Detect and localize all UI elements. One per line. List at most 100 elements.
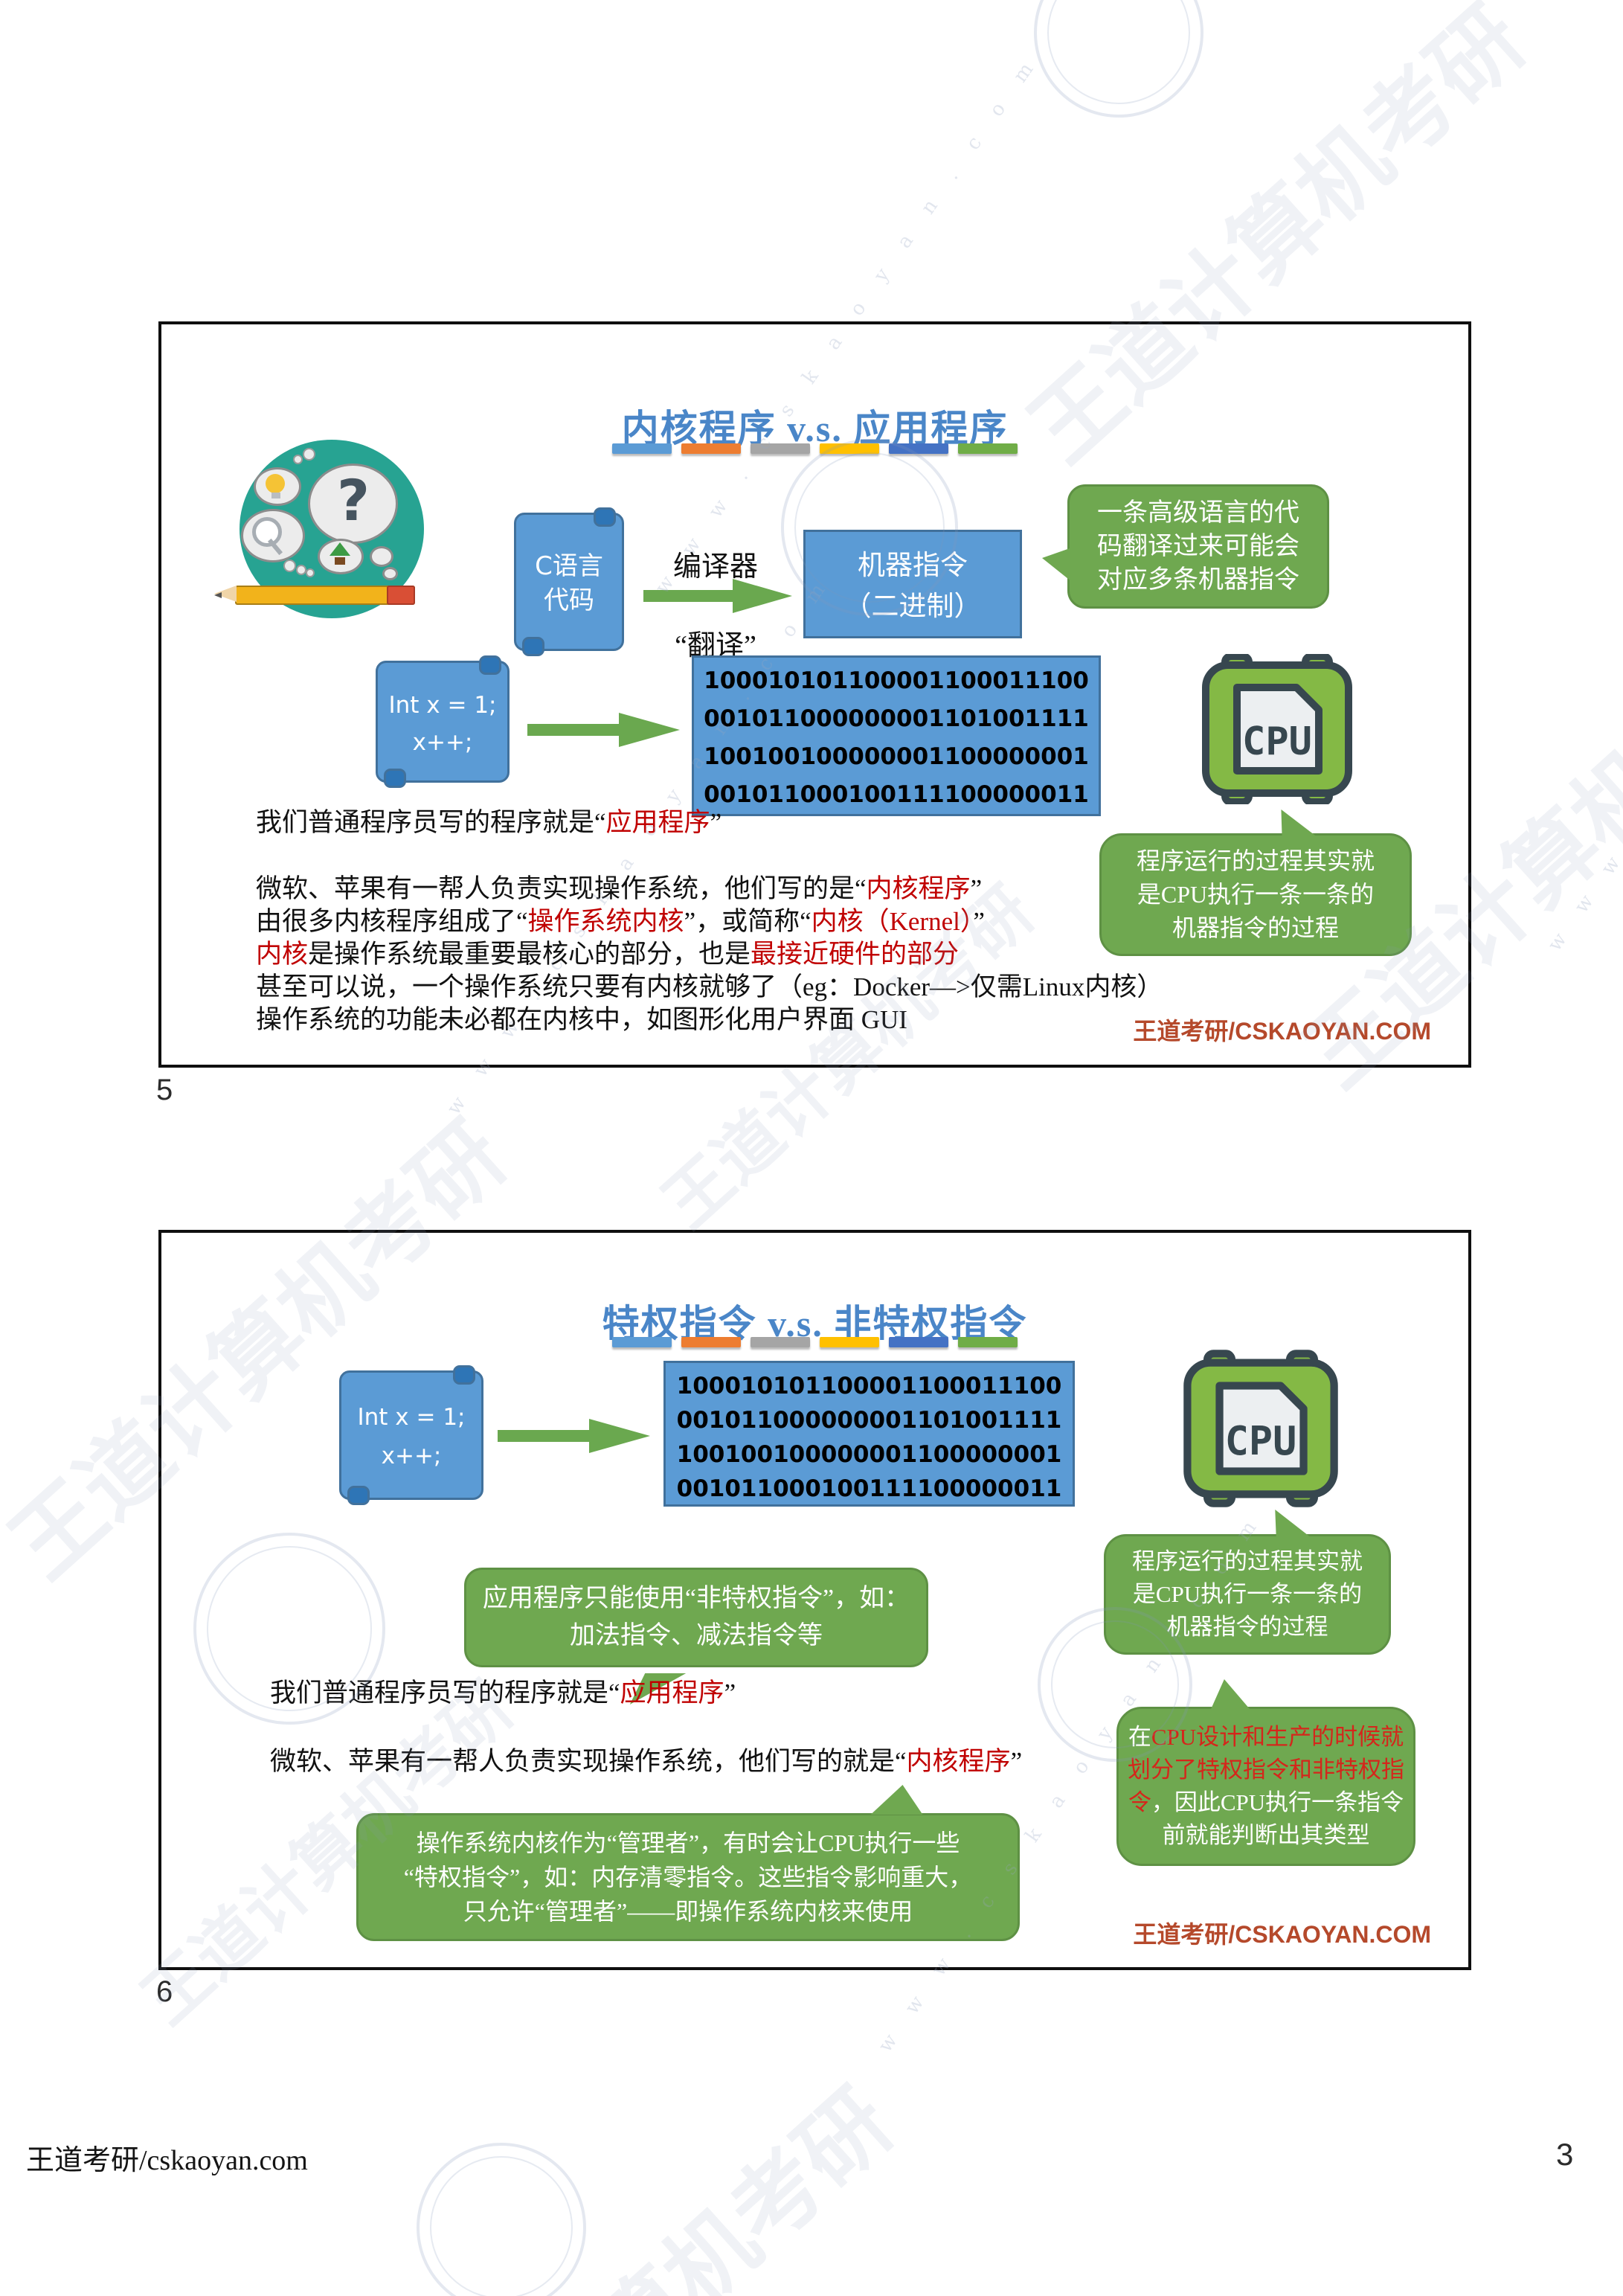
slide2-title: 特权指令 v.s. 非特权指令 xyxy=(602,1302,1028,1344)
note-line: 内核是操作系统最重要最核心的部分，也是最接近硬件的部分 xyxy=(256,938,1171,971)
text-run: 在 xyxy=(1128,1724,1151,1750)
small-cloud xyxy=(370,546,393,567)
accent-bar xyxy=(612,443,672,454)
text-run: CPU设计和生产的时候就划分了特权指令和非特权指令 xyxy=(1128,1724,1404,1815)
binary-line: 001011000000001101001111 xyxy=(676,1407,1062,1434)
note-line: 我们普通程序员写的程序就是“应用程序” xyxy=(256,807,1171,839)
text-run: 由很多内核程序组成了“ xyxy=(256,907,528,936)
note-line: 微软、苹果有一帮人负责实现操作系统，他们写的是“内核程序” xyxy=(256,873,1171,905)
int-code-line: Int x = 1; xyxy=(357,1404,466,1431)
text-run: ” xyxy=(724,1678,736,1707)
text-run: 内核程序 xyxy=(906,1747,1011,1776)
bubble-tail xyxy=(850,1785,923,1815)
brand-footer: 王道考研/CSKAOYAN.COM xyxy=(1133,1921,1431,1948)
c-code-scroll: C语言 代码 xyxy=(514,507,624,656)
accent-bar xyxy=(820,1337,879,1347)
text-run: ” xyxy=(970,874,983,903)
watermark-text: 王道计算机考研 xyxy=(364,2054,916,2296)
footer-site: 王道考研/cskaoyan.com xyxy=(26,2145,308,2176)
accent-bar xyxy=(889,1337,948,1347)
slide-2: 特权指令 v.s. 非特权指令 Int x = 1; x++; 10001010… xyxy=(158,1230,1471,1970)
note-line: 我们普通程序员写的程序就是“应用程序” xyxy=(270,1672,736,1710)
thinking-illustration-icon: ? xyxy=(214,436,429,618)
accent-bar xyxy=(681,1337,741,1347)
thought-dot xyxy=(293,455,303,464)
text-run: 我们普通程序员写的程序就是“ xyxy=(256,808,606,837)
thought-dot xyxy=(283,559,296,572)
int-code-scroll: Int x = 1; x++; xyxy=(339,1365,483,1505)
binary-line: 001011000100111100000011 xyxy=(704,781,1089,808)
question-cloud: ? xyxy=(308,464,398,544)
slide2-page-number: 6 xyxy=(156,1975,173,2008)
bulb-cloud xyxy=(254,467,301,506)
c-code-line: C语言 xyxy=(535,551,603,581)
compiler-label: 编译器 xyxy=(672,551,758,583)
bubble-tail xyxy=(1272,809,1317,836)
pencil-lead xyxy=(214,592,222,598)
accent-bar xyxy=(751,443,810,454)
accent-bar xyxy=(958,443,1018,454)
text-run: 甚至可以说，一个操作系统只要有内核就够了（eg：Docker—>仅需Linux内… xyxy=(256,972,1163,1001)
thought-dot xyxy=(303,448,315,461)
accent-bar xyxy=(612,1337,672,1347)
text-run: 是操作系统最重要最核心的部分，也是 xyxy=(308,940,751,969)
brand-footer: 王道考研/CSKAOYAN.COM xyxy=(1133,1018,1431,1045)
watermark-seal xyxy=(417,2143,586,2296)
c-code-line: 代码 xyxy=(544,586,594,615)
int-code-line: Int x = 1; xyxy=(388,692,497,719)
binary-line: 001011000100111100000011 xyxy=(676,1475,1062,1502)
cpu-run-bubble: 程序运行的过程其实就 是CPU执行一条一条的 机器指令的过程 xyxy=(1104,1534,1391,1655)
pencil-icon xyxy=(214,586,415,605)
nonpriv-bubble: 应用程序只能使用“非特权指令”，如： 加法指令、减法指令等 xyxy=(464,1568,928,1667)
text-run: 内核 xyxy=(256,940,309,969)
text-run: ” xyxy=(973,907,985,936)
note-line: 操作系统的功能未必都在内核中，如图形化用户界面 GUI xyxy=(256,1004,1171,1036)
text-run: 应用程序 xyxy=(605,808,710,837)
text-run: 内核（Kernel） xyxy=(811,907,974,936)
manager-bubble: 操作系统内核作为“管理者”，有时会让CPU执行一些 “特权指令”，如：内存清零指… xyxy=(356,1813,1020,1941)
text-run: 操作系统的功能未必都在内核中，如图形化用户界面 GUI xyxy=(256,1005,907,1034)
slide1-page-number: 5 xyxy=(156,1074,173,1106)
text-run: 微软、苹果有一帮人负责实现操作系统，他们写的就是“ xyxy=(270,1747,907,1776)
palm-cloud xyxy=(318,539,364,574)
translate-arrow-icon xyxy=(527,713,680,747)
palm-tree-icon xyxy=(330,542,350,556)
cpu-label: CPU xyxy=(1225,1417,1296,1464)
cpu-design-bubble: 在CPU设计和生产的时候就划分了特权指令和非特权指令，因此CPU执行一条指令前就… xyxy=(1116,1707,1415,1866)
notes-paragraphs: 我们普通程序员写的程序就是“应用程序” 微软、苹果有一帮人负责实现操作系统，他们… xyxy=(256,807,1171,1036)
cpu-label: CPU xyxy=(1242,719,1312,764)
accent-bars xyxy=(161,1337,1468,1347)
note-line: 由很多内核程序组成了“操作系统内核”，或简称“内核（Kernel）” xyxy=(256,905,1171,938)
note-line: 甚至可以说，一个操作系统只要有内核就够了（eg：Docker—>仅需Linux内… xyxy=(256,971,1171,1004)
footer-page-number: 3 xyxy=(1556,2137,1574,2172)
machine-instruction-box: 机器指令 （二进制） xyxy=(803,530,1022,638)
binary-line: 100100100000001100000001 xyxy=(704,743,1089,770)
text-run: ，因此CPU执行一条指令前就能判断出其类型 xyxy=(1151,1789,1404,1848)
binary-code-box: 100010101100001100011100 001011000000001… xyxy=(663,1361,1075,1507)
text-run: 微软、苹果有一帮人负责实现操作系统，他们写的是“ xyxy=(256,874,867,903)
translate-speech-bubble: 一条高级语言的代 码翻译过来可能会 对应多条机器指令 xyxy=(1067,484,1329,609)
text-run: 内核程序 xyxy=(866,874,971,903)
text-run: ” xyxy=(1010,1747,1023,1776)
translate-arrow-icon xyxy=(498,1419,650,1453)
thought-dot xyxy=(306,568,315,577)
watermark-url: w w w . c s k a o y a n . c o m xyxy=(1543,406,1623,955)
thought-dot xyxy=(296,565,306,575)
accent-bar xyxy=(889,443,948,454)
int-code-line: x++; xyxy=(381,1443,442,1469)
accent-bars xyxy=(161,443,1468,454)
slide1-title: 内核程序 v.s. 应用程序 xyxy=(621,407,1009,449)
palm-pot xyxy=(335,557,345,565)
pencil-eraser xyxy=(387,586,415,605)
accent-bar xyxy=(820,443,879,454)
accent-bar xyxy=(751,1337,810,1347)
binary-line: 001011000000001101001111 xyxy=(704,705,1089,732)
magnifier-icon xyxy=(252,517,282,547)
question-mark-icon: ? xyxy=(337,467,370,533)
bubble-tail xyxy=(1211,1679,1263,1709)
binary-line: 100010101100001100011100 xyxy=(704,667,1089,694)
machine-box-line: 机器指令 xyxy=(858,551,968,581)
binary-line: 100100100000001100000001 xyxy=(676,1441,1062,1468)
slide-1: 内核程序 v.s. 应用程序 ? xyxy=(158,321,1471,1068)
watermark-seal xyxy=(1034,0,1203,118)
